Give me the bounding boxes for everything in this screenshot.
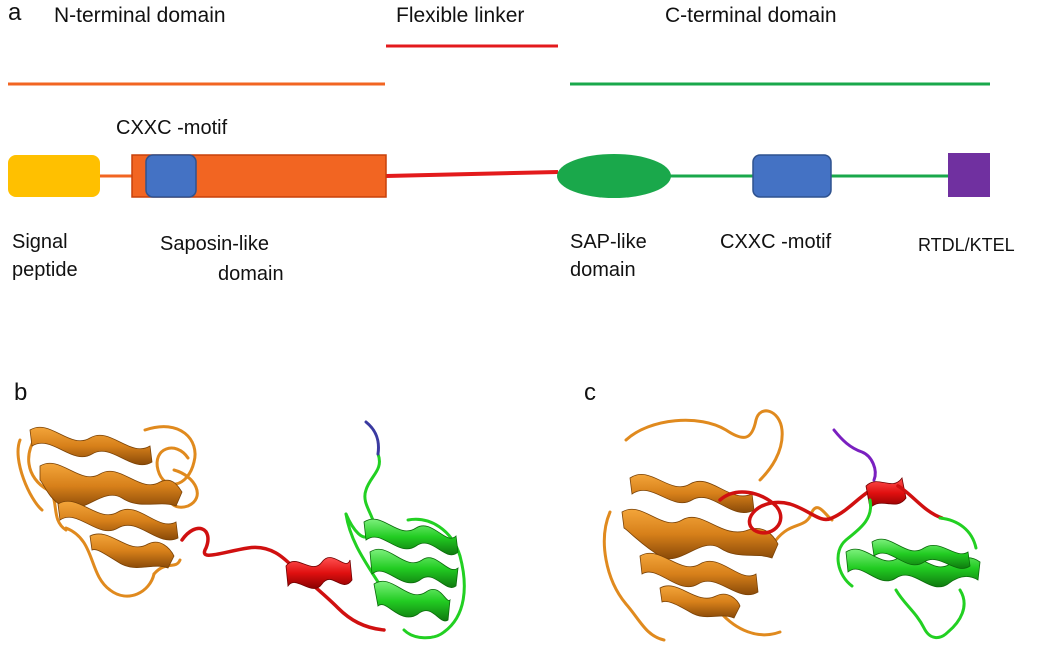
saposin-domain-label-line2: domain	[218, 263, 284, 285]
retention-signal-label: RTDL/KTEL	[918, 235, 1015, 255]
domain-schematic	[8, 44, 990, 198]
sap-domain-label-line1: SAP-like	[570, 231, 647, 253]
panel-c-letter: c	[584, 379, 596, 406]
structure-b	[16, 420, 466, 640]
cxxc-motif-n-block	[145, 154, 197, 198]
signal-peptide-label-line1: Signal	[12, 231, 68, 253]
sap-like-domain-block	[557, 154, 671, 198]
linker-backbone	[385, 170, 559, 178]
signal-peptide-label-line2: peptide	[12, 259, 78, 281]
panel-b-letter: b	[14, 379, 28, 406]
sap-domain-label-line2: domain	[570, 259, 636, 281]
panel-a-letter: a	[8, 0, 22, 26]
signal-peptide-block	[8, 155, 100, 197]
structure-c	[602, 409, 981, 642]
c-terminal-domain-header: C-terminal domain	[665, 4, 837, 27]
cxxc-motif-bottom-label: CXXC -motif	[720, 231, 832, 253]
cxxc-motif-top-label: CXXC -motif	[116, 117, 228, 139]
n-terminal-domain-header: N-terminal domain	[54, 4, 226, 27]
cxxc-motif-c-block	[752, 154, 832, 198]
flexible-linker-header: Flexible linker	[396, 4, 525, 27]
retention-signal-block	[948, 153, 990, 197]
saposin-domain-label-line1: Saposin-like	[160, 233, 269, 255]
